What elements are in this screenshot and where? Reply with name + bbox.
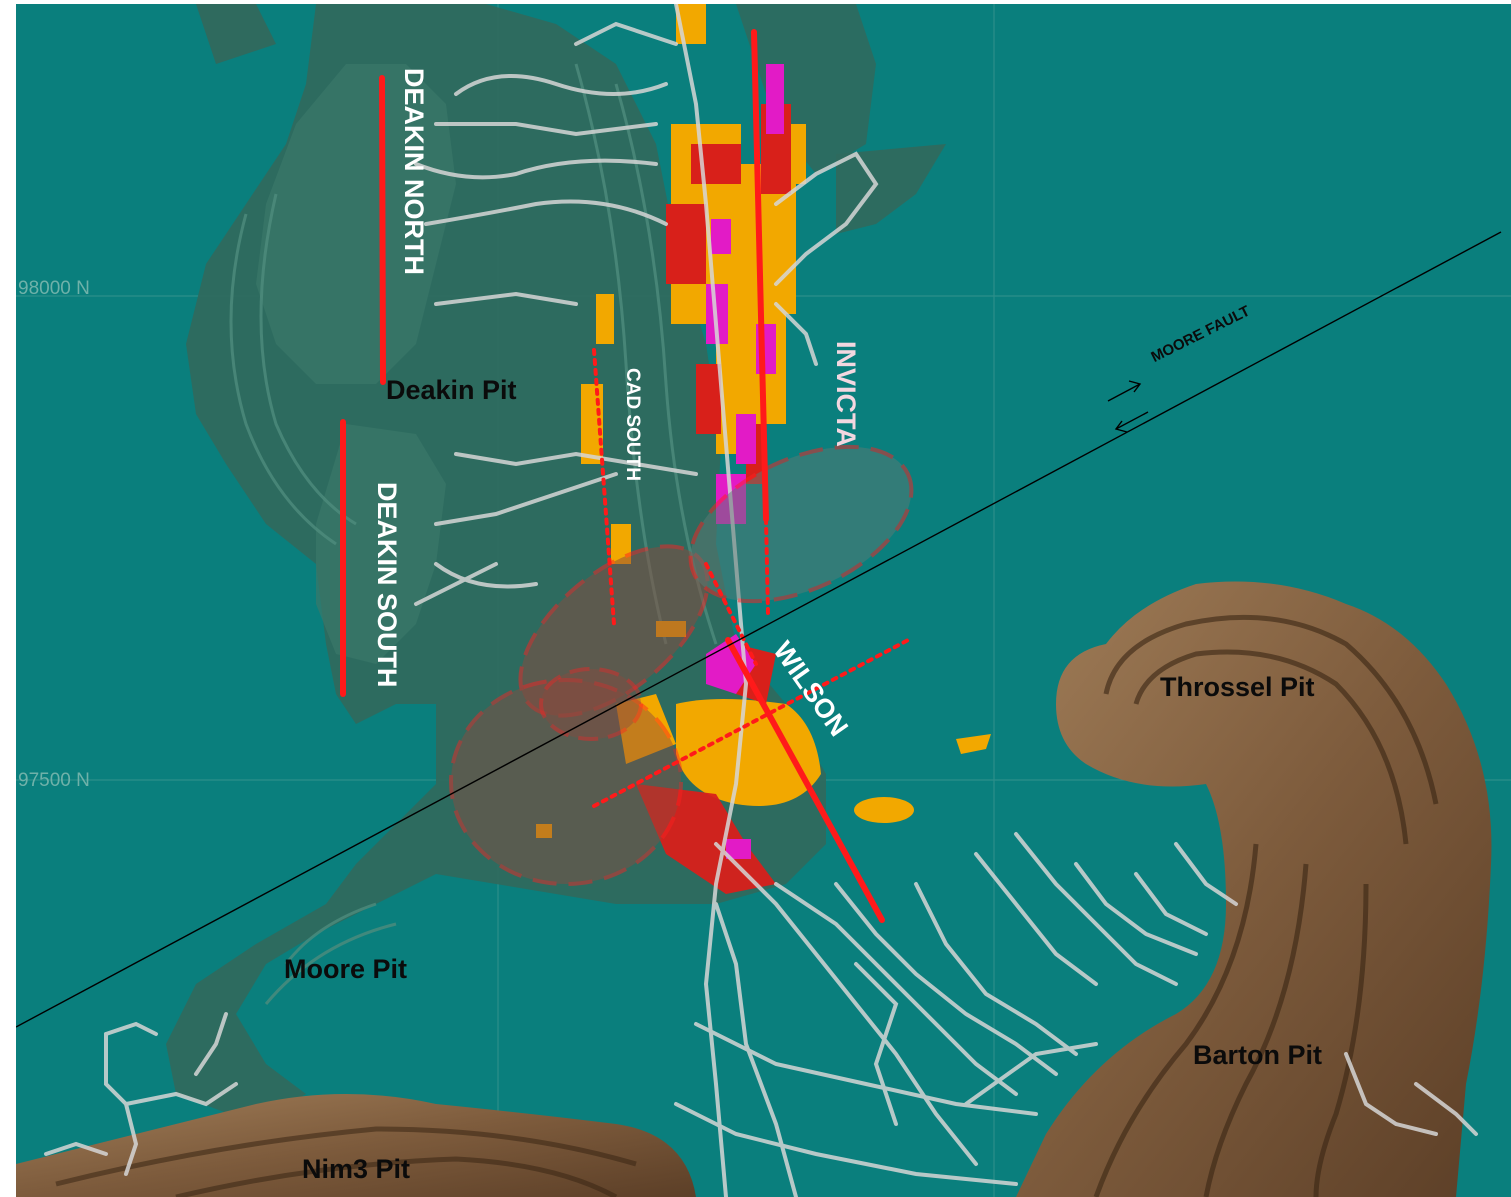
deakin-pit-label: Deakin Pit (386, 375, 517, 405)
sinistral-shear-arrows-icon (1107, 380, 1149, 433)
deakin-north-label: DEAKIN NORTH (399, 68, 429, 275)
mine-plan-map: 98000 N 97500 N Deakin Pit Throssel Pit … (16, 4, 1511, 1197)
underground-workings (44, 4, 1478, 1197)
deakin-south-label: DEAKIN SOUTH (372, 482, 402, 688)
moore-fault-line (16, 231, 1502, 1028)
grid-label-98000n: 98000 N (18, 278, 90, 299)
grid-label-97500n: 97500 N (18, 770, 90, 791)
invicta-label: INVICTA (831, 341, 861, 447)
throssel-pit-label: Throssel Pit (1160, 672, 1315, 702)
target-zones (449, 444, 914, 886)
barton-pit-label: Barton Pit (1193, 1040, 1323, 1070)
map-graphics (16, 4, 1511, 1197)
nim3-pit-shell (16, 1094, 696, 1197)
nim3-pit-label: Nim3 Pit (302, 1154, 411, 1184)
moore-pit-label: Moore Pit (284, 954, 408, 984)
throssel-barton-pit-shell (1016, 581, 1492, 1197)
lode-structure-lines (340, 29, 914, 923)
cad-south-label: CAD SOUTH (622, 368, 643, 481)
